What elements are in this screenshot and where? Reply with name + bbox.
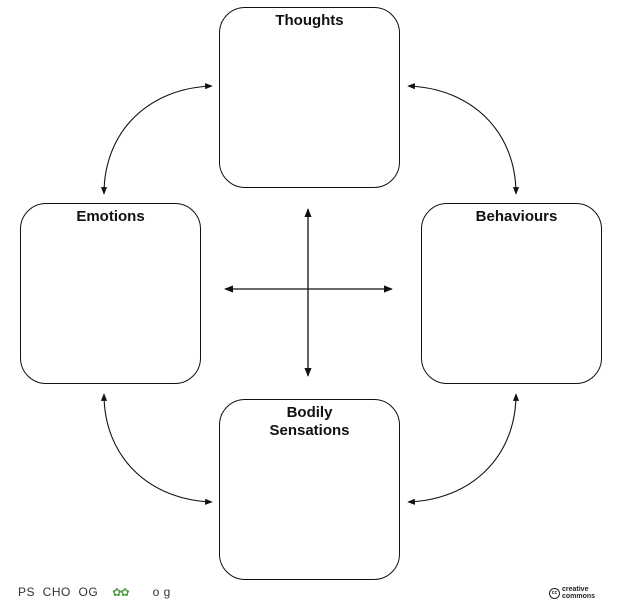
arrow-thoughts-behaviours	[407, 83, 520, 195]
bodily-sensations-box: Bodily Sensations	[219, 399, 400, 580]
behaviours-title: Behaviours	[475, 208, 558, 225]
thoughts-box: Thoughts	[219, 7, 400, 188]
footer-brand: PS CHO OG ✿✿ o g	[18, 585, 171, 599]
bodily-title-line2: Sensations	[269, 422, 350, 439]
bodily-title-line1: Bodily	[286, 404, 333, 421]
behaviours-box: Behaviours	[421, 203, 602, 384]
creative-commons-badge: cc creative commons	[549, 586, 609, 602]
cc-label-line2: commons	[562, 593, 596, 600]
footer-brand-text: PS CHO OG	[18, 585, 99, 599]
footer-logo-icon: ✿✿	[112, 587, 129, 599]
arrow-emotions-thoughts	[100, 83, 213, 195]
bodily-sensations-title: Bodily Sensations	[220, 404, 399, 440]
footer-brand-tail: o g	[152, 585, 171, 599]
arrow-bodily-emotions	[100, 393, 213, 505]
emotions-box: Emotions	[20, 203, 201, 384]
emotions-title: Emotions	[76, 208, 145, 225]
cc-icon: cc	[549, 588, 560, 599]
arrow-behaviours-bodily	[407, 393, 520, 505]
thoughts-title: Thoughts	[275, 12, 344, 29]
cc-label: creative commons	[562, 586, 595, 600]
cc-label-line1: creative	[562, 586, 589, 593]
